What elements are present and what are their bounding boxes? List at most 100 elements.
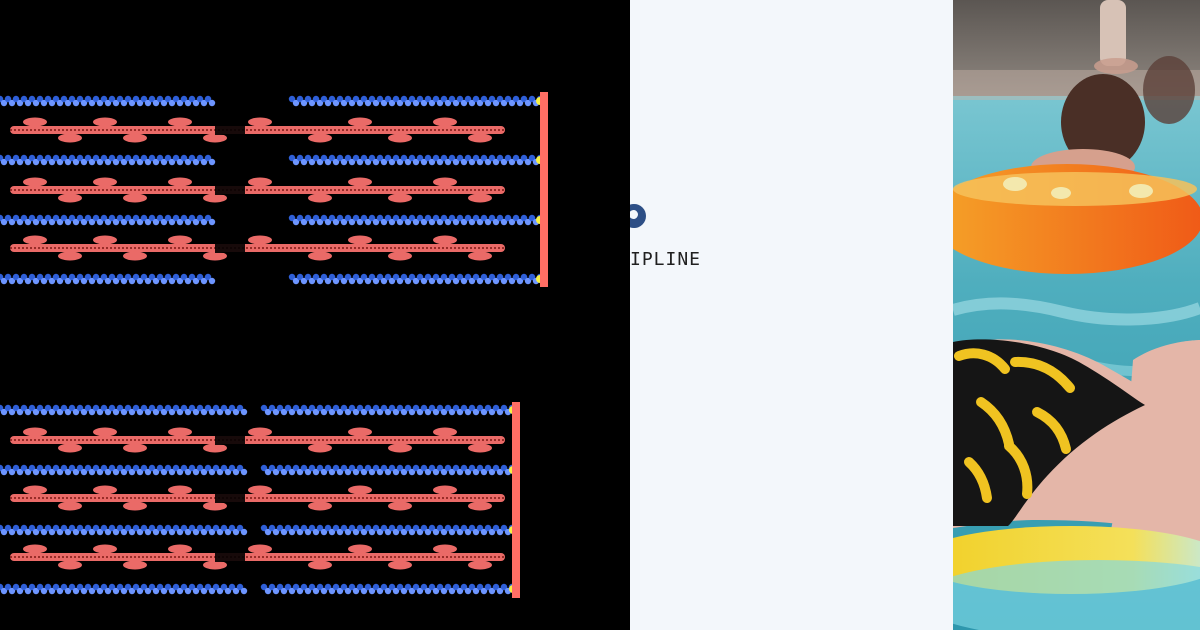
actin-bead (444, 464, 452, 472)
actin-bead (484, 99, 492, 107)
actin-bead (408, 408, 416, 416)
actin-bead (164, 464, 172, 472)
actin-bead (80, 158, 88, 166)
actin-bead (436, 583, 444, 591)
actin-bead (104, 468, 112, 476)
actin-bead (372, 158, 380, 166)
actin-bead (112, 99, 120, 107)
actin-bead (460, 464, 468, 472)
actin-bead (132, 464, 140, 472)
actin-bead (52, 273, 60, 281)
actin-bead (140, 464, 148, 472)
actin-bead (344, 468, 352, 476)
actin-bead (304, 408, 312, 416)
actin-bead (144, 408, 152, 416)
actin-bead (4, 404, 12, 412)
banana-swimsuit (953, 339, 1145, 526)
actin-bead (288, 95, 296, 103)
actin-bead (40, 99, 48, 107)
myosin-head (168, 235, 192, 245)
actin-bead (52, 404, 60, 412)
actin-bead (424, 273, 432, 281)
actin-bead (228, 524, 236, 532)
actin-bead (124, 404, 132, 412)
actin-bead (328, 528, 336, 536)
actin-bead (268, 524, 276, 532)
actin-bead (340, 404, 348, 412)
myosin-head (123, 443, 147, 453)
actin-bead (128, 277, 136, 285)
actin-bead (372, 99, 380, 107)
actin-bead (72, 587, 80, 595)
actin-bead (160, 468, 168, 476)
actin-bead (164, 404, 172, 412)
actin-bead (140, 404, 148, 412)
actin-bead (104, 218, 112, 226)
actin-bead (432, 95, 440, 103)
myosin-head (308, 133, 332, 143)
actin-bead (40, 528, 48, 536)
actin-bead (152, 408, 160, 416)
actin-bead (40, 408, 48, 416)
actin-bead (272, 408, 280, 416)
actin-bead (124, 214, 132, 222)
actin-bead (348, 218, 356, 226)
actin-bead (420, 524, 428, 532)
actin-bead (116, 273, 124, 281)
actin-bead (456, 214, 464, 222)
actin-bead (8, 468, 16, 476)
actin-bead (152, 218, 160, 226)
myosin-head (123, 251, 147, 261)
actin-bead (72, 277, 80, 285)
actin-bead (392, 528, 400, 536)
actin-bead (336, 468, 344, 476)
actin-bead (516, 277, 524, 285)
actin-bead (64, 99, 72, 107)
actin-bead (336, 214, 344, 222)
actin-bead (92, 214, 100, 222)
actin-bead (116, 404, 124, 412)
actin-bead (472, 587, 480, 595)
myosin-head (203, 560, 227, 570)
actin-bead (408, 528, 416, 536)
float-highlight (953, 172, 1197, 206)
actin-bead (168, 587, 176, 595)
actin-bead (148, 154, 156, 162)
actin-bead (96, 408, 104, 416)
background-swimmer (1143, 56, 1195, 124)
myosin-head (93, 177, 117, 187)
actin-bead (12, 154, 20, 162)
actin-bead (448, 468, 456, 476)
myosin-head (388, 251, 412, 261)
actin-bead (452, 158, 460, 166)
myosin-thick-filament (10, 244, 505, 252)
actin-bead (64, 528, 72, 536)
actin-bead (48, 277, 56, 285)
actin-bead (376, 528, 384, 536)
actin-bead (28, 214, 36, 222)
water-ripple-1 (953, 297, 1200, 326)
actin-bead (204, 583, 212, 591)
actin-bead (512, 214, 520, 222)
actin-bead (420, 99, 428, 107)
actin-bead (32, 277, 40, 285)
actin-bead (220, 524, 228, 532)
actin-bead (416, 468, 424, 476)
actin-bead (356, 277, 364, 285)
actin-bead (84, 95, 92, 103)
top-right-actin-filament (288, 214, 548, 226)
actin-bead (260, 583, 268, 591)
actin-bead (380, 218, 388, 226)
actin-bead (188, 154, 196, 162)
actin-bead (172, 464, 180, 472)
actin-bead (524, 218, 532, 226)
actin-bead (8, 587, 16, 595)
actin-bead (356, 218, 364, 226)
actin-bead (316, 464, 324, 472)
actin-bead (224, 468, 232, 476)
actin-bead (296, 273, 304, 281)
actin-bead (436, 277, 444, 285)
actin-bead (308, 404, 316, 412)
actin-bead (4, 95, 12, 103)
myosin-head (388, 560, 412, 570)
